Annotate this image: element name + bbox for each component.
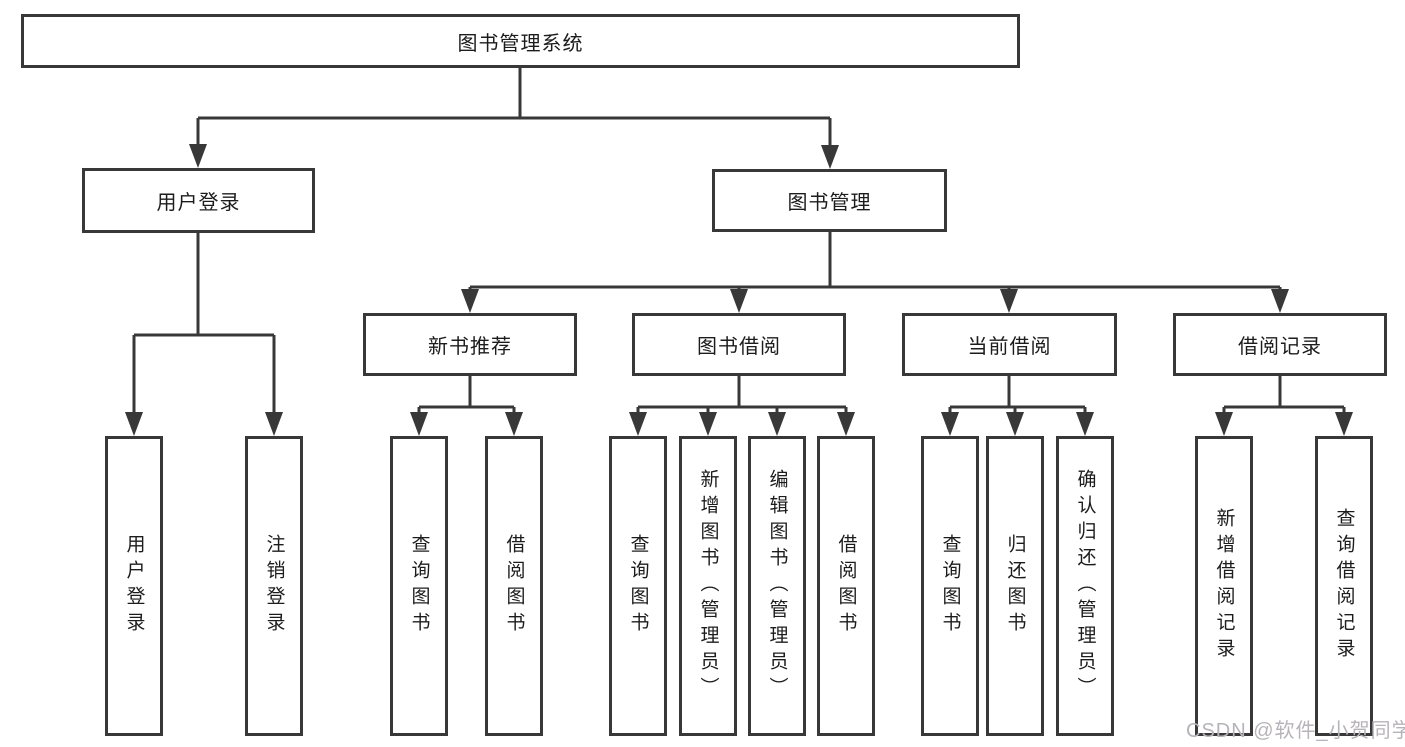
leaf-query-books-2-label: 查询图书 <box>627 534 649 638</box>
leaf-add-book-admin-label: 新增图书（管理员） <box>697 469 719 703</box>
connector-book-borrow-to-children <box>629 376 855 436</box>
node-borrow-records: 借阅记录 <box>1173 313 1387 376</box>
leaf-confirm-return-admin: 确认归还（管理员） <box>1056 436 1114 736</box>
leaf-return-books-label: 归还图书 <box>1004 534 1026 638</box>
node-root-label: 图书管理系统 <box>457 32 584 55</box>
leaf-add-borrow-record: 新增借阅记录 <box>1195 436 1253 736</box>
leaf-query-books-3-label: 查询图书 <box>939 534 961 638</box>
connector-root-to-level2 <box>189 68 839 169</box>
node-book-management: 图书管理 <box>712 169 947 232</box>
node-new-book-recommend-label: 新书推荐 <box>428 336 512 358</box>
leaf-query-books-1-label: 查询图书 <box>408 534 430 638</box>
node-book-borrow: 图书借阅 <box>632 313 846 376</box>
node-new-book-recommend: 新书推荐 <box>363 313 577 376</box>
leaf-query-books-1: 查询图书 <box>390 436 448 736</box>
connector-borrow-records-to-children <box>1215 376 1353 436</box>
leaf-borrow-books-1: 借阅图书 <box>485 436 543 736</box>
connector-new-book-to-children <box>410 376 523 436</box>
leaf-add-borrow-record-label: 新增借阅记录 <box>1213 508 1235 664</box>
node-borrow-records-label: 借阅记录 <box>1238 336 1322 358</box>
node-user-login: 用户登录 <box>82 168 315 233</box>
leaf-edit-book-admin-label: 编辑图书（管理员） <box>766 469 788 703</box>
leaf-borrow-books-2: 借阅图书 <box>817 436 875 736</box>
leaf-return-books: 归还图书 <box>986 436 1044 736</box>
leaf-query-books-2: 查询图书 <box>609 436 667 736</box>
connector-user-login-to-children <box>125 233 283 436</box>
leaf-add-book-admin: 新增图书（管理员） <box>679 436 737 736</box>
connector-book-mgmt-to-level3 <box>461 232 1289 313</box>
leaf-confirm-return-admin-label: 确认归还（管理员） <box>1074 469 1096 703</box>
leaf-query-books-3: 查询图书 <box>921 436 979 736</box>
leaf-user-login: 用户登录 <box>105 436 163 736</box>
leaf-logout-label: 注销登录 <box>263 534 285 638</box>
node-current-borrow-label: 当前借阅 <box>967 336 1052 358</box>
leaf-query-borrow-record-label: 查询借阅记录 <box>1333 508 1355 664</box>
leaf-user-login-label: 用户登录 <box>123 534 145 638</box>
leaf-query-borrow-record: 查询借阅记录 <box>1315 436 1373 736</box>
csdn-watermark: CSDN @软件_小贺同学 <box>1186 720 1405 742</box>
leaf-borrow-books-1-label: 借阅图书 <box>503 534 525 638</box>
node-current-borrow: 当前借阅 <box>902 313 1117 376</box>
node-user-login-label: 用户登录 <box>156 192 241 214</box>
node-root-system: 图书管理系统 <box>21 14 1020 68</box>
leaf-borrow-books-2-label: 借阅图书 <box>835 534 857 638</box>
connector-current-borrow-to-children <box>941 376 1094 436</box>
node-book-management-label: 图书管理 <box>787 192 872 214</box>
node-book-borrow-label: 图书借阅 <box>697 336 781 358</box>
leaf-edit-book-admin: 编辑图书（管理员） <box>748 436 806 736</box>
leaf-logout: 注销登录 <box>245 436 303 736</box>
